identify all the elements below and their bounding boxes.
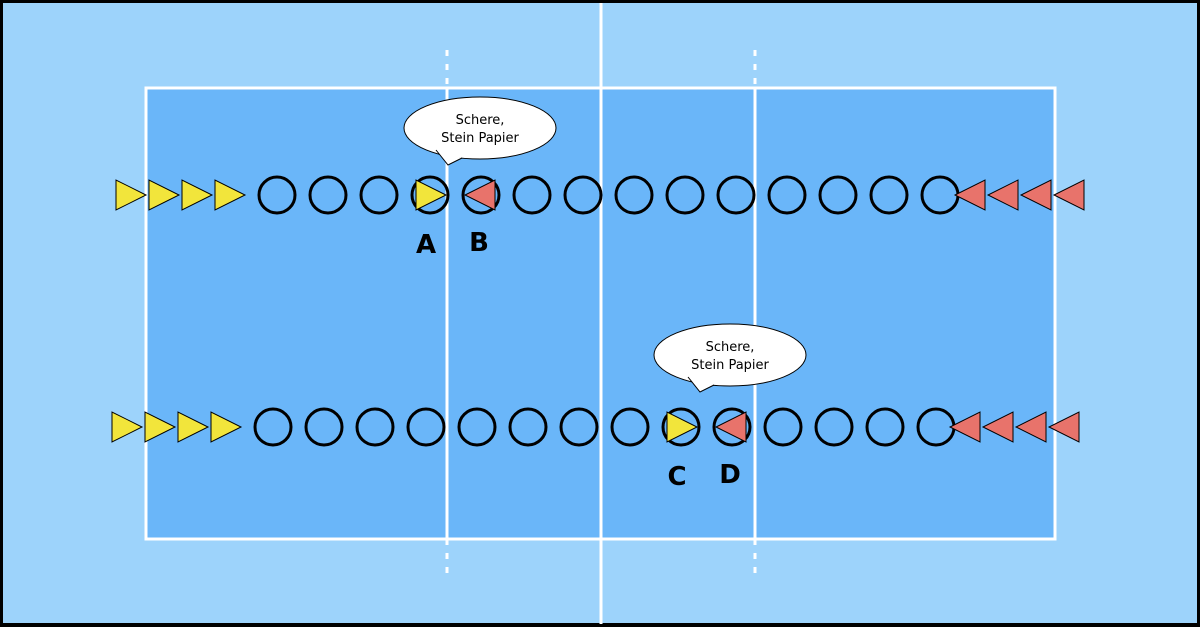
team-left-waiting-player <box>115 179 148 211</box>
team-right-active-player <box>463 179 496 211</box>
team-left-waiting-player <box>144 411 177 443</box>
speech-text-line: Stein Papier <box>441 131 519 146</box>
ring-marker <box>865 407 905 447</box>
ring-marker <box>457 407 497 447</box>
ring-marker <box>308 175 348 215</box>
ring-marker <box>563 175 603 215</box>
player-label: C <box>667 462 686 492</box>
speech-bubble-tail-outline <box>435 149 463 166</box>
team-left-active-player <box>415 179 448 211</box>
ring-marker <box>763 407 803 447</box>
ring-marker <box>818 175 858 215</box>
team-right-waiting-player <box>948 411 981 443</box>
speech-text-line: Schere, <box>456 113 505 128</box>
team-right-waiting-player <box>981 411 1014 443</box>
team-left-waiting-player <box>111 411 144 443</box>
ring-marker <box>814 407 854 447</box>
speech-text-line: Stein Papier <box>691 358 769 373</box>
team-left-waiting-player <box>148 179 181 211</box>
speech-bubble <box>653 323 807 387</box>
team-right-waiting-player <box>1047 411 1080 443</box>
ring-marker <box>665 175 705 215</box>
team-right-waiting-player <box>1014 411 1047 443</box>
speech-bubble <box>403 96 557 160</box>
ring-marker <box>253 407 293 447</box>
ring-marker <box>610 407 650 447</box>
speech-text-line: Schere, <box>706 340 755 355</box>
team-right-waiting-player <box>953 179 986 211</box>
ring-marker <box>508 407 548 447</box>
ring-marker <box>410 175 450 215</box>
ring-marker <box>304 407 344 447</box>
team-right-waiting-player <box>986 179 1019 211</box>
player-label: B <box>469 228 489 258</box>
ring-marker <box>614 175 654 215</box>
team-right-waiting-player <box>1052 179 1085 211</box>
team-right-active-player <box>714 411 747 443</box>
ring-marker <box>716 175 756 215</box>
ring-marker <box>559 407 599 447</box>
ring-marker <box>359 175 399 215</box>
ring-marker <box>869 175 909 215</box>
ring-marker <box>461 175 501 215</box>
team-left-waiting-player <box>177 411 210 443</box>
player-label: A <box>416 230 436 260</box>
ring-marker <box>767 175 807 215</box>
speech-bubble-tail-outline <box>687 376 715 393</box>
ring-marker <box>712 407 752 447</box>
team-left-waiting-player <box>181 179 214 211</box>
team-left-waiting-player <box>210 411 243 443</box>
ring-marker <box>406 407 446 447</box>
team-left-active-player <box>666 411 699 443</box>
ring-marker <box>661 407 701 447</box>
ring-marker <box>257 175 297 215</box>
team-left-waiting-player <box>214 179 247 211</box>
player-label: D <box>719 460 741 490</box>
ring-marker <box>512 175 552 215</box>
ring-marker <box>355 407 395 447</box>
team-right-waiting-player <box>1019 179 1052 211</box>
